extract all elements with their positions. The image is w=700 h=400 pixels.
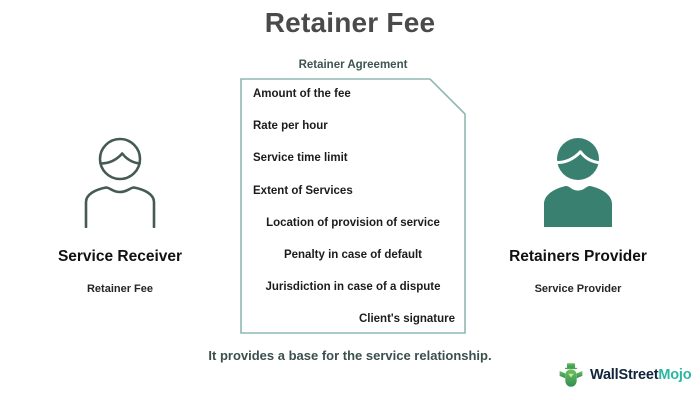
list-item: Client's signature: [358, 313, 455, 326]
retainers-provider-group: Retainers Provider Service Provider: [468, 130, 688, 295]
document-outline-icon: [240, 78, 466, 334]
retainers-provider-title: Retainers Provider: [509, 248, 647, 265]
agreement-item-list: Amount of the fee Rate per hour Service …: [240, 78, 466, 334]
list-item: Penalty in case of default: [283, 248, 423, 261]
list-item: Jurisdiction in case of a dispute: [265, 281, 441, 294]
person-filled-icon: [468, 130, 688, 230]
footer-note: It provides a base for the service relat…: [208, 348, 492, 363]
logo-text: WallStreetMojo: [590, 367, 692, 383]
page-title: Retainer Fee: [264, 7, 436, 38]
wallstreetmojo-logo: WallStreetMojo: [558, 362, 692, 388]
service-receiver-title: Service Receiver: [57, 248, 183, 265]
list-item: Extent of Services: [253, 184, 353, 197]
list-item: Location of provision of service: [266, 216, 440, 229]
document-caption: Retainer Agreement: [298, 59, 408, 71]
retainer-agreement-document: Amount of the fee Rate per hour Service …: [240, 78, 466, 334]
logo-primary: WallStreet: [590, 367, 659, 383]
person-outline-icon: [10, 130, 230, 230]
logo-accent: Mojo: [658, 367, 692, 383]
retainers-provider-subtitle: Service Provider: [534, 283, 622, 295]
list-item: Service time limit: [253, 152, 348, 165]
bull-with-tophat-icon: [559, 363, 583, 387]
list-item: Rate per hour: [253, 120, 328, 133]
list-item: Amount of the fee: [253, 88, 351, 100]
service-receiver-group: Service Receiver Retainer Fee: [10, 130, 230, 295]
service-receiver-subtitle: Retainer Fee: [86, 283, 154, 295]
